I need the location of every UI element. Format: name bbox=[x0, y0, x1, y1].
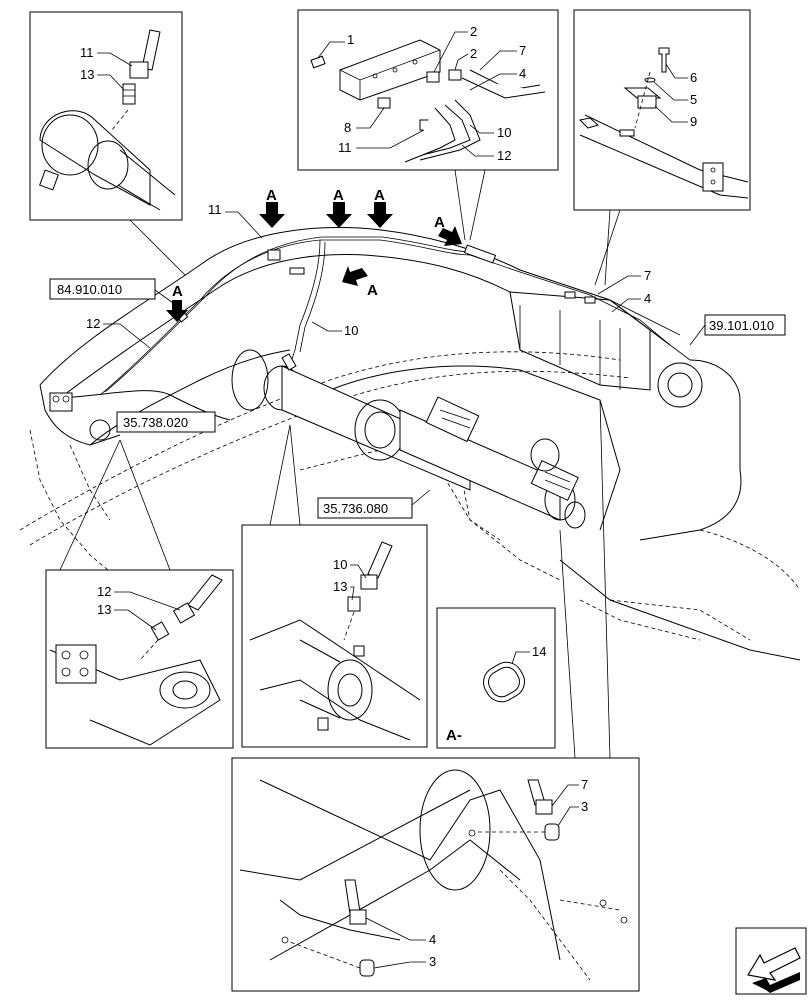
boom-assembly-drawing bbox=[19, 227, 801, 661]
view-arrow-icon bbox=[438, 226, 462, 246]
detail-inset-bottom-large: 7 3 4 3 bbox=[231, 399, 640, 992]
view-arrow-icon bbox=[342, 266, 368, 286]
callout-label: 14 bbox=[532, 644, 546, 659]
section-view-label: A- bbox=[446, 727, 462, 744]
callout-label: 2 bbox=[470, 46, 477, 61]
callout-label: 7 bbox=[644, 268, 651, 283]
callout-label: 11 bbox=[80, 45, 94, 60]
reference-39-101-010[interactable]: 39.101.010 bbox=[709, 318, 774, 333]
callout-label: 12 bbox=[497, 148, 511, 163]
reference-84-910-010[interactable]: 84.910.010 bbox=[57, 282, 122, 297]
callout-label: 13 bbox=[333, 579, 347, 594]
callout-label: 10 bbox=[333, 557, 347, 572]
reference-35-738-020[interactable]: 35.738.020 bbox=[123, 415, 188, 430]
navigation-arrow-icon bbox=[747, 947, 801, 993]
callout-label: 3 bbox=[581, 799, 588, 814]
callout-label: 12 bbox=[97, 584, 111, 599]
view-arrow-label: A bbox=[333, 187, 344, 204]
callout-label: 4 bbox=[519, 66, 526, 81]
view-arrow-label: A bbox=[434, 214, 445, 231]
detail-inset-top-center: 1 2 2 7 4 8 11 10 12 bbox=[297, 9, 559, 241]
view-arrow-icon bbox=[367, 202, 393, 228]
main-callouts: 11 12 10 7 4 bbox=[86, 202, 651, 349]
callout-label: 9 bbox=[690, 114, 697, 129]
detail-inset-bottom-left: 12 13 bbox=[45, 439, 234, 749]
callout-label: 10 bbox=[497, 125, 511, 140]
view-arrow-label: A bbox=[367, 282, 378, 299]
callout-label: 13 bbox=[97, 602, 111, 617]
detail-inset-top-right: 6 5 9 bbox=[573, 9, 751, 286]
callout-label: 6 bbox=[690, 70, 697, 85]
view-arrow-label: A bbox=[374, 187, 385, 204]
view-arrow-label: A bbox=[266, 187, 277, 204]
view-arrow-icon bbox=[259, 202, 285, 228]
reference-35-736-080[interactable]: 35.736.080 bbox=[323, 501, 388, 516]
callout-label: 7 bbox=[581, 777, 588, 792]
callout-label: 11 bbox=[338, 140, 352, 155]
navigation-arrow-button[interactable] bbox=[735, 927, 807, 995]
callout-label: 4 bbox=[644, 291, 651, 306]
reference-boxes: 84.910.010 35.738.020 35.736.080 39.101.… bbox=[49, 278, 786, 519]
callout-label: 5 bbox=[690, 92, 697, 107]
callout-label: 4 bbox=[429, 932, 436, 947]
callout-label: 7 bbox=[519, 43, 526, 58]
callout-label: 8 bbox=[344, 120, 351, 135]
callout-label: 13 bbox=[80, 67, 94, 82]
callout-label: 12 bbox=[86, 316, 100, 331]
callout-label: 1 bbox=[347, 32, 354, 47]
callout-label: 2 bbox=[470, 24, 477, 39]
callout-label: 3 bbox=[429, 954, 436, 969]
view-arrows: A A A A A A bbox=[166, 187, 462, 322]
detail-inset-section-a: 14 A- bbox=[436, 607, 556, 749]
view-arrow-label: A bbox=[172, 283, 183, 300]
callout-label: 10 bbox=[344, 323, 358, 338]
view-arrow-icon bbox=[166, 300, 188, 322]
callout-label: 11 bbox=[208, 202, 222, 217]
detail-inset-bottom-center: 10 13 bbox=[241, 424, 428, 748]
view-arrow-icon bbox=[326, 202, 352, 228]
detail-inset-top-left: 11 13 bbox=[29, 11, 186, 276]
